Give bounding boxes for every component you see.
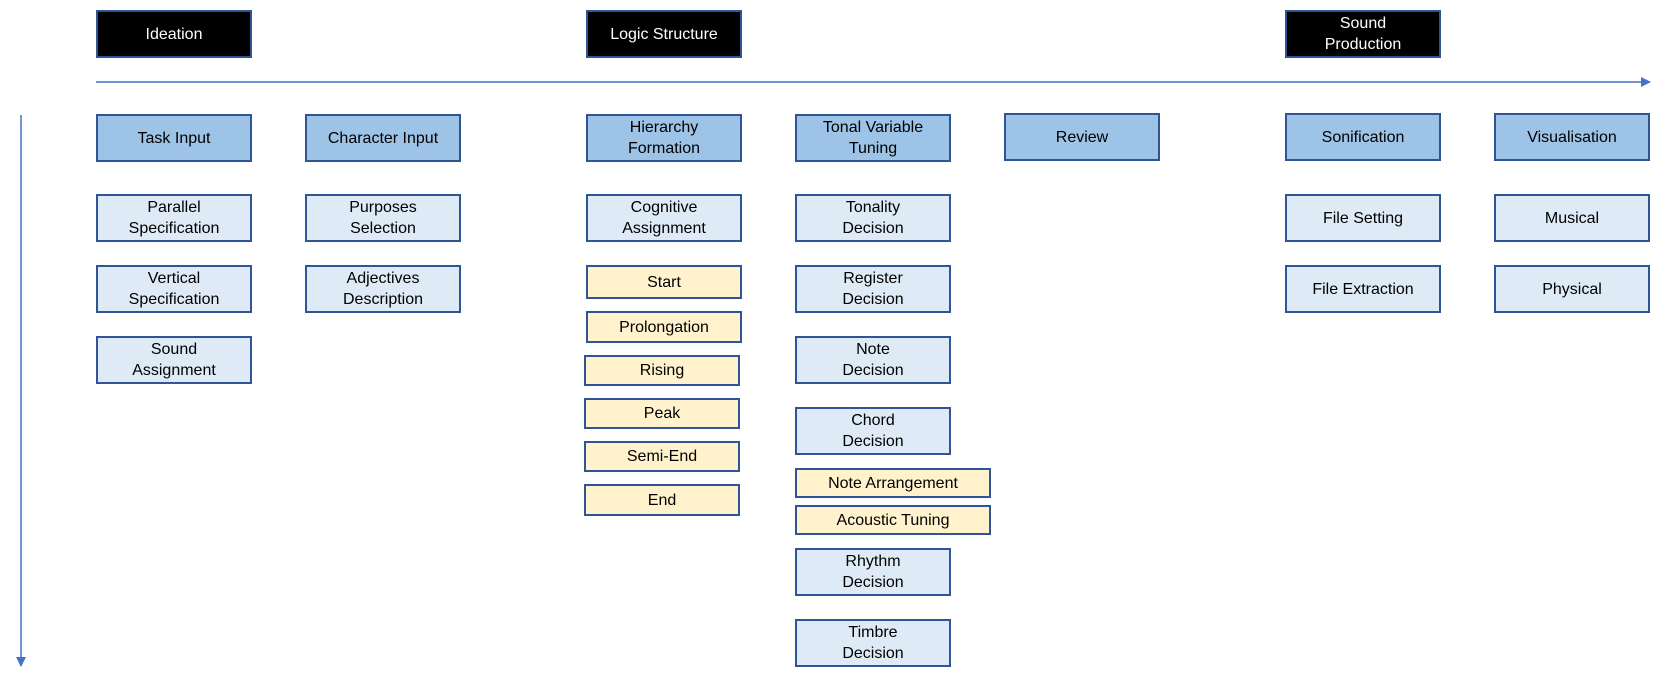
task-register-decision: Register Decision — [795, 265, 951, 313]
stage-visualisation: Visualisation — [1494, 113, 1650, 161]
stage-task-input: Task Input — [96, 114, 252, 162]
task-adjectives-description: Adjectives Description — [305, 265, 461, 313]
task-physical: Physical — [1494, 265, 1650, 313]
sub-semi-end: Semi-End — [584, 441, 740, 472]
phase-sound-production: Sound Production — [1285, 10, 1441, 58]
task-cognitive-assignment: Cognitive Assignment — [586, 194, 742, 242]
stage-sonification: Sonification — [1285, 113, 1441, 161]
task-chord-decision: Chord Decision — [795, 407, 951, 455]
task-timbre-decision: Timbre Decision — [795, 619, 951, 667]
task-file-setting: File Setting — [1285, 194, 1441, 242]
sub-acoustic-tuning: Acoustic Tuning — [795, 505, 991, 535]
stage-review: Review — [1004, 113, 1160, 161]
task-tonality-decision: Tonality Decision — [795, 194, 951, 242]
task-parallel-specification: Parallel Specification — [96, 194, 252, 242]
phase-logic-structure: Logic Structure — [586, 10, 742, 58]
sub-end: End — [584, 484, 740, 516]
task-sound-assignment: Sound Assignment — [96, 336, 252, 384]
task-note-decision: Note Decision — [795, 336, 951, 384]
sub-start: Start — [586, 265, 742, 299]
task-file-extraction: File Extraction — [1285, 265, 1441, 313]
sub-rising: Rising — [584, 355, 740, 386]
task-musical: Musical — [1494, 194, 1650, 242]
task-rhythm-decision: Rhythm Decision — [795, 548, 951, 596]
stage-hierarchy-formation: Hierarchy Formation — [586, 114, 742, 162]
task-vertical-specification: Vertical Specification — [96, 265, 252, 313]
sub-note-arrangement: Note Arrangement — [795, 468, 991, 498]
phase-ideation: Ideation — [96, 10, 252, 58]
sub-prolongation: Prolongation — [586, 311, 742, 343]
stage-character-input: Character Input — [305, 114, 461, 162]
stage-tonal-variable-tuning: Tonal Variable Tuning — [795, 114, 951, 162]
sub-peak: Peak — [584, 398, 740, 429]
task-purposes-selection: Purposes Selection — [305, 194, 461, 242]
